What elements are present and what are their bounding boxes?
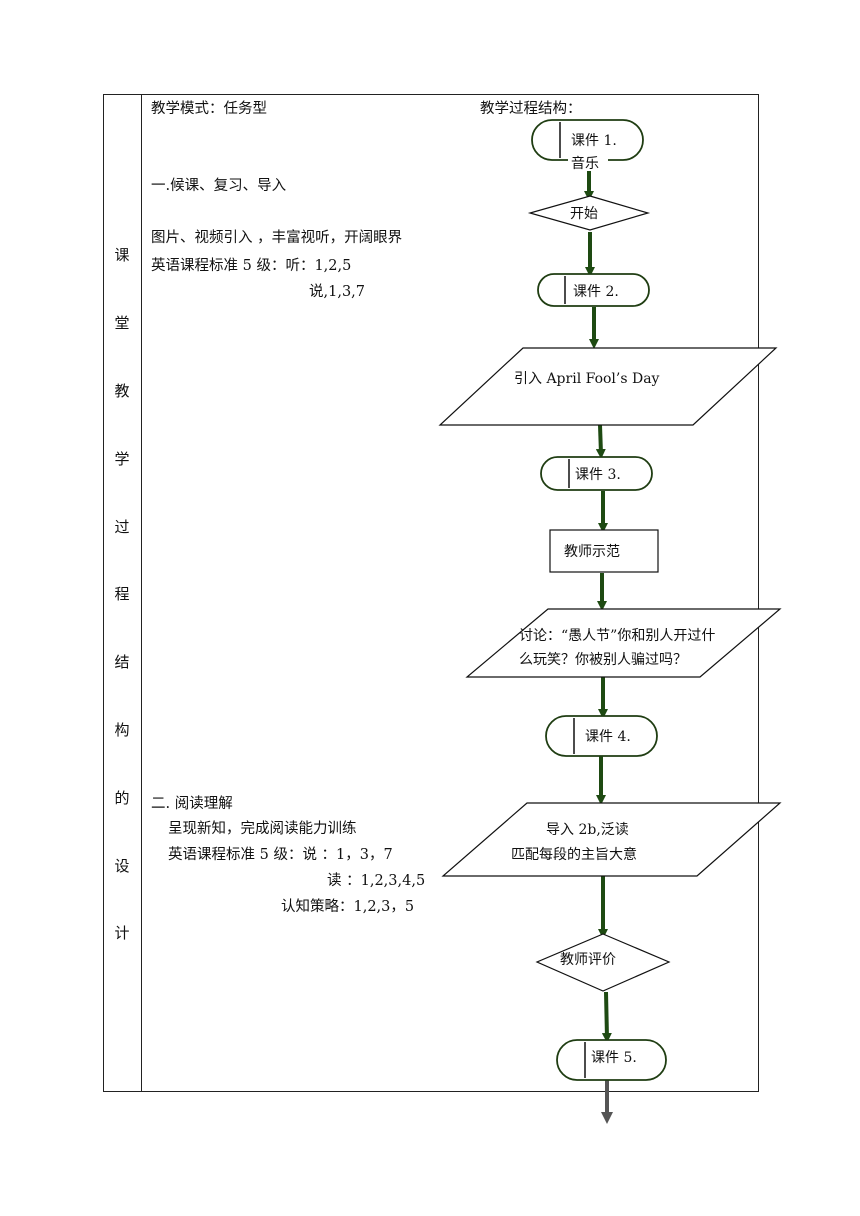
start-node: 开始 [527, 195, 651, 231]
side-label-char: 学 [114, 450, 130, 468]
courseware-4-node: 课件 4. [545, 715, 658, 757]
section2-line4: 认知策略：1,2,3，5 [281, 899, 415, 915]
start-label: 开始 [570, 206, 598, 222]
reading-line2: 匹配每段的主旨大意 [511, 846, 637, 863]
teacher-eval-label: 教师评价 [560, 952, 616, 968]
teacher-demo-node: 教师示范 [549, 529, 659, 573]
side-label-char: 的 [114, 789, 130, 807]
intro-label: 引入 April Fool’s Day [514, 371, 660, 387]
table-frame [103, 94, 759, 1092]
section1-line1: 图片、视频引入 ，丰富视听，开阔眼界 [151, 230, 403, 246]
side-label-char: 过 [114, 518, 130, 536]
side-label-char: 教 [114, 382, 130, 400]
section1-line2: 英语课程标准 5 级：听：1,2,5 [151, 258, 352, 274]
intro-node: 引入 April Fool’s Day [438, 347, 778, 426]
connector-arrows [584, 160, 613, 1124]
section1-title: 一.候课、复习、导入 [151, 178, 287, 194]
courseware-5-label: 课件 5. [591, 1050, 637, 1066]
side-label-char: 程 [114, 585, 130, 603]
discussion-line1: 讨论：“愚人节”你和别人开过什 [519, 628, 715, 644]
section2-title: 二. 阅读理解 [151, 796, 233, 812]
arrow-10 [601, 991, 612, 1043]
discussion-node: 讨论：“愚人节”你和别人开过什 么玩笑？你被别人骗过吗？ [465, 608, 782, 678]
courseware-5-node: 课件 5. [556, 1039, 667, 1081]
courseware-1-sublabel: 音乐 [571, 155, 599, 172]
flow-title: 教学过程结构： [480, 101, 582, 117]
side-label-char: 堂 [114, 314, 130, 332]
courseware-3-label: 课件 3. [575, 467, 621, 483]
teacher-demo-label: 教师示范 [564, 543, 620, 560]
arrow-4 [595, 424, 606, 459]
section2-line3: 读 ：1,2,3,4,5 [327, 873, 426, 889]
courseware-3-node: 课件 3. [540, 456, 653, 491]
section2-line2: 英语课程标准 5 级：说 ：1，3，7 [168, 847, 393, 863]
side-label-char: 课 [114, 246, 130, 264]
courseware-2-label: 课件 2. [573, 284, 619, 300]
side-label-char: 设 [114, 857, 130, 875]
side-label-char: 构 [114, 721, 130, 739]
teacher-eval-node: 教师评价 [535, 933, 671, 992]
reading-node: 导入 2b,泛读 匹配每段的主旨大意 [441, 802, 782, 877]
courseware-4-label: 课件 4. [585, 729, 631, 745]
side-label-char: 结 [114, 653, 130, 671]
side-label-column: 课 堂 教 学 过 程 结 构 的 设 计 [103, 94, 141, 1092]
courseware-1-label: 课件 1. [571, 133, 617, 149]
teaching-mode: 教学模式：任务型 [151, 101, 267, 117]
courseware-2-node: 课件 2. [537, 273, 650, 307]
side-label-char: 计 [114, 924, 130, 942]
section2-line1: 呈现新知，完成阅读能力训练 [168, 821, 357, 837]
reading-line1: 导入 2b,泛读 [546, 821, 629, 838]
discussion-line2: 么玩笑？你被别人骗过吗？ [519, 652, 687, 668]
section1-line3: 说,1,3,7 [309, 284, 366, 300]
column-divider [141, 94, 142, 1092]
